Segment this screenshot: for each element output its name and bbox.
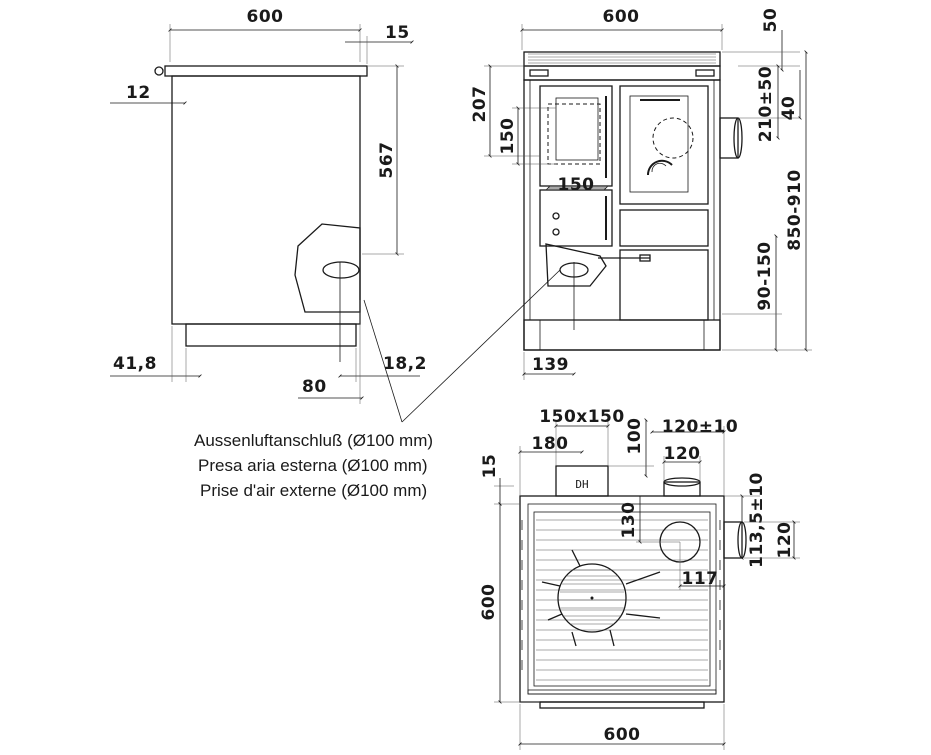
side-dim-width: 600 bbox=[247, 7, 284, 27]
top-dim-opening-depth: 100 bbox=[625, 418, 645, 455]
side-base bbox=[185, 323, 357, 347]
top-view: DH 150x150 180 100 120±10 120 15 bbox=[479, 407, 800, 750]
front-dim-left-height: 207 bbox=[470, 86, 490, 123]
side-air-inlet bbox=[294, 223, 361, 313]
front-dim-window: 150 bbox=[498, 118, 518, 155]
side-cooktop bbox=[164, 65, 368, 77]
air-inlet-note: Aussenluftanschluß (Ø100 mm) Presa aria … bbox=[194, 431, 433, 500]
side-dim-top-offset: 12 bbox=[126, 83, 151, 103]
top-dim-depth: 600 bbox=[479, 584, 499, 621]
top-dh-label: DH bbox=[575, 478, 588, 491]
top-dim-ring-offset: 117 bbox=[682, 569, 719, 589]
front-view: 600 50 207 150 150 210±50 40 850-910 90-… bbox=[470, 7, 812, 380]
top-dim-width: 600 bbox=[604, 725, 641, 745]
front-dim-inlet-side: 139 bbox=[532, 355, 569, 375]
front-dim-flue-small: 40 bbox=[779, 96, 799, 121]
side-dim-back-offset: 15 bbox=[385, 23, 410, 43]
top-dim-flue-pos: 120±10 bbox=[662, 417, 738, 437]
front-dim-width: 600 bbox=[603, 7, 640, 27]
front-dim-flue-height: 210±50 bbox=[756, 66, 776, 142]
top-hotplate bbox=[533, 511, 711, 687]
side-dim-foot: 41,8 bbox=[113, 354, 157, 374]
top-dim-ring: 130 bbox=[619, 502, 639, 539]
front-dim-total-height: 850-910 bbox=[785, 169, 805, 251]
side-view: 600 15 12 567 41,8 18,2 80 bbox=[110, 7, 427, 404]
side-cooktop-knob bbox=[154, 66, 164, 76]
note-line-de: Aussenluftanschluß (Ø100 mm) bbox=[194, 431, 433, 450]
side-dim-height-inlet: 567 bbox=[377, 142, 397, 179]
side-body bbox=[171, 75, 361, 325]
top-dim-back: 15 bbox=[480, 454, 500, 479]
top-dim-opening: 150x150 bbox=[539, 407, 624, 427]
front-dim-top: 50 bbox=[761, 8, 781, 33]
note-line-it: Presa aria esterna (Ø100 mm) bbox=[198, 456, 428, 475]
side-dim-inlet-from-front: 80 bbox=[302, 377, 327, 397]
top-dh-box bbox=[555, 465, 609, 497]
front-fire-door bbox=[619, 85, 709, 205]
side-dim-inlet-offset: 18,2 bbox=[383, 354, 427, 374]
top-burner-ring bbox=[557, 563, 627, 633]
front-oven-door bbox=[539, 85, 613, 187]
top-dim-right-flue-dia: 120 bbox=[775, 522, 795, 559]
front-flue-pipe bbox=[719, 117, 739, 159]
front-dim-handle: 150 bbox=[558, 175, 595, 195]
front-dim-inlet-height: 90-150 bbox=[755, 241, 775, 310]
note-line-fr: Prise d'air externe (Ø100 mm) bbox=[200, 481, 427, 500]
top-dim-right-flue: 113,5±10 bbox=[747, 472, 767, 568]
top-dim-flue-dia: 120 bbox=[664, 444, 701, 464]
side-air-inlet-hole bbox=[322, 261, 360, 279]
top-dim-opening-pos: 180 bbox=[532, 434, 569, 454]
